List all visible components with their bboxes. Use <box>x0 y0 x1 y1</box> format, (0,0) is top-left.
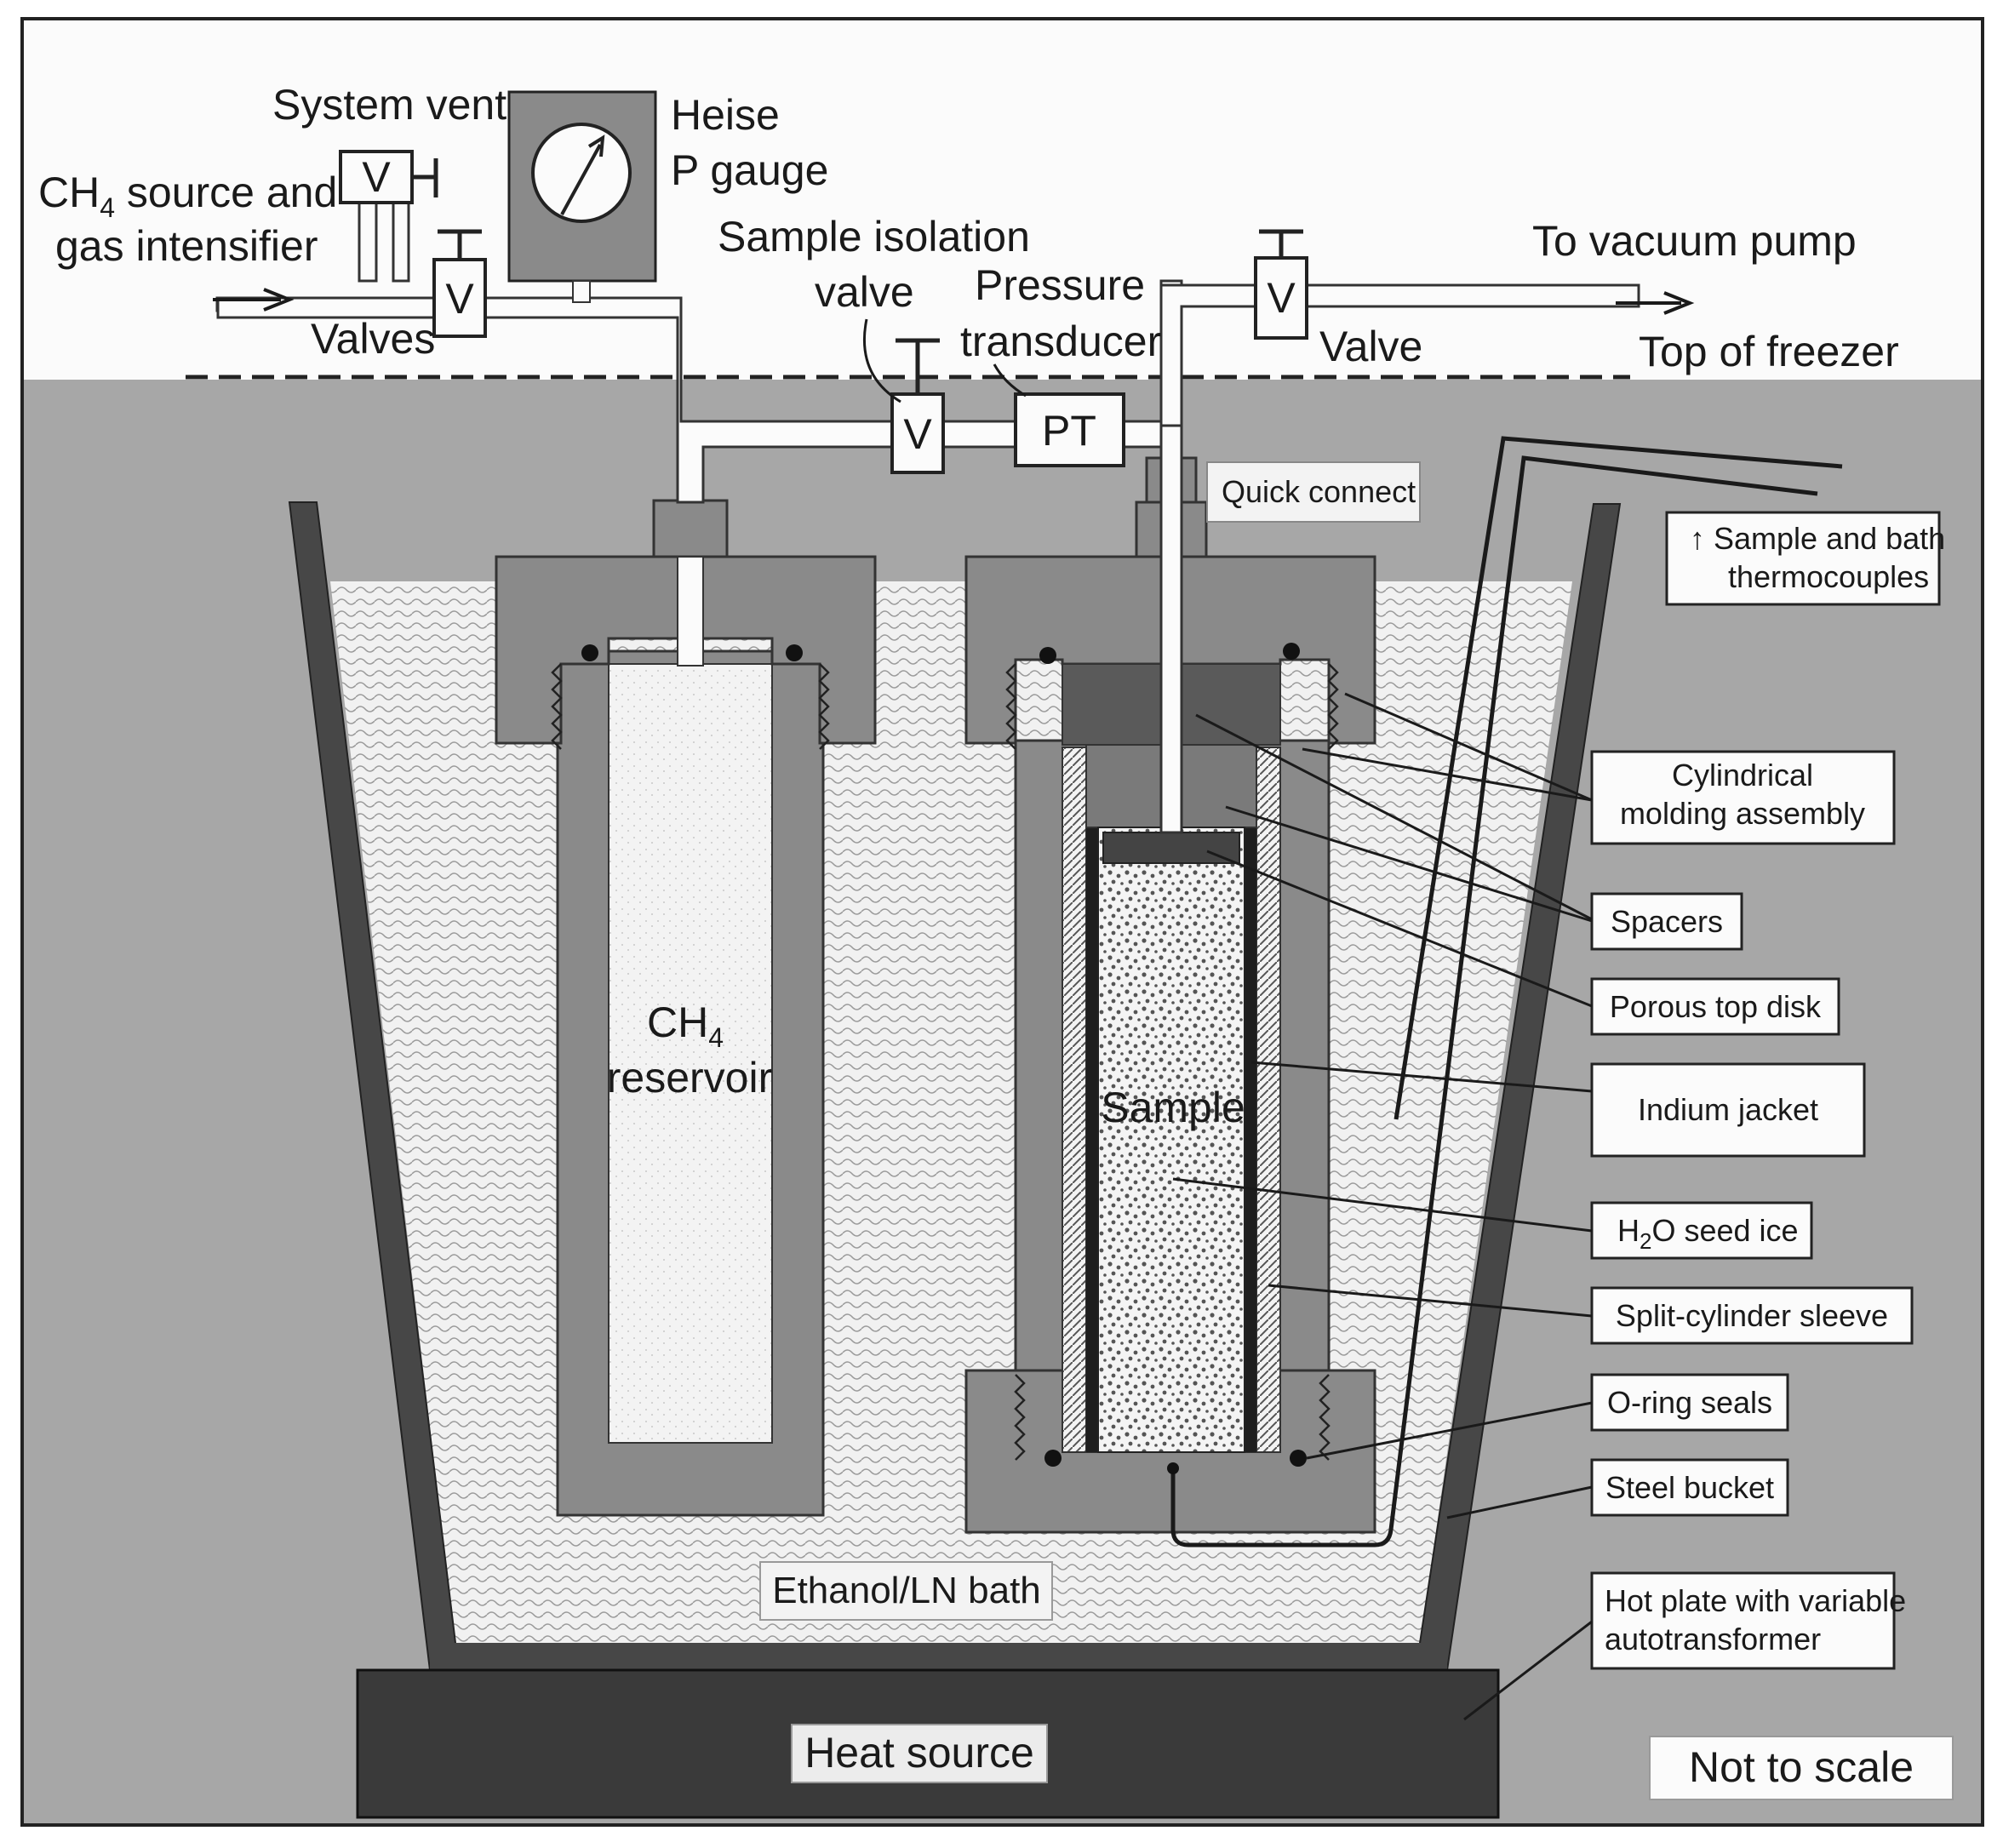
indium-jacket-right <box>1245 827 1256 1452</box>
seed-ice-box <box>1590 1201 1813 1260</box>
sample-oring-top-left <box>1039 647 1056 664</box>
sample-isolation-label: Sample isolation <box>718 213 1030 260</box>
sample-label: Sample <box>1101 1084 1245 1131</box>
ethanol-bath-box <box>759 1561 1053 1621</box>
reservoir-cap-stem <box>652 499 729 558</box>
vent-line-2 <box>392 201 410 283</box>
reservoir-label-ch4: CH4 <box>647 998 724 1053</box>
pressure-gauge-icon <box>531 123 632 223</box>
spacers-label: Spacers <box>1611 904 1723 939</box>
ch4-source-line <box>216 296 913 504</box>
sample-isolation-valve-label: valve <box>815 268 914 316</box>
reservoir-pipe-gap <box>677 556 704 667</box>
ethanol-bath-label: Ethanol/LN bath <box>772 1570 1041 1611</box>
thermocouples-label-2: thermocouples <box>1728 559 1929 594</box>
heise-label: Heise <box>671 91 780 139</box>
reservoir-thread-right <box>818 663 830 750</box>
p-gauge-label: P gauge <box>671 146 828 194</box>
sample-oring-top-right <box>1283 643 1300 660</box>
thermocouple-junction <box>1167 1462 1179 1474</box>
thermocouples-label-1: ↑ Sample and bath <box>1690 521 1945 556</box>
cylindrical-label-1: Cylindrical <box>1672 758 1813 792</box>
transducer-label: transducer <box>960 318 1161 365</box>
steel-bucket-bottom <box>430 1643 1447 1670</box>
pressure-label: Pressure <box>975 261 1145 309</box>
vent-line <box>358 201 378 283</box>
thermocouples-box <box>1665 511 1941 606</box>
quick-connect-label: Quick connect <box>1222 474 1416 509</box>
reservoir-oring-right <box>786 644 803 661</box>
not-to-scale-label: Not to scale <box>1689 1743 1914 1791</box>
vent-valve-handle <box>412 158 438 197</box>
valves-label: Valves <box>311 315 435 363</box>
vacuum-valve-handle <box>1259 229 1303 258</box>
porous-top-disk <box>1102 832 1240 864</box>
cylindrical-label-2: molding assembly <box>1620 796 1865 831</box>
porous-disk-box <box>1590 977 1840 1036</box>
isolation-valve-handle <box>896 338 940 394</box>
reservoir-thread-left <box>551 663 563 750</box>
ch4-source-label: CH4 source and <box>38 169 337 223</box>
cylindrical-box <box>1590 750 1896 845</box>
steel-bucket-box <box>1590 1458 1789 1517</box>
reservoir-label: reservoir <box>607 1054 772 1101</box>
bottom-thread-left <box>1014 1374 1026 1461</box>
pressure-transducer <box>1014 392 1125 467</box>
split-sleeve-label: Split-cylinder sleeve <box>1616 1298 1888 1333</box>
split-cylinder-sleeve-right <box>1256 747 1281 1453</box>
hotplate-label-2: autotransformer <box>1605 1622 1821 1656</box>
hotplate-box <box>1590 1571 1896 1670</box>
steel-bucket-label: Steel bucket <box>1605 1470 1774 1505</box>
sample-thread-left <box>1005 663 1017 750</box>
seed-ice-label: H2O seed ice <box>1617 1213 1799 1254</box>
thermocouple-wire-sample <box>1170 455 1818 1548</box>
sample-oring-bottom-right <box>1290 1450 1307 1467</box>
heat-source-label-box <box>791 1724 1048 1783</box>
porous-disk-label: Porous top disk <box>1610 989 1822 1024</box>
indium-jacket-label: Indium jacket <box>1638 1092 1818 1127</box>
split-cylinder-sleeve-left <box>1062 747 1087 1453</box>
bottom-thread-right <box>1319 1374 1331 1461</box>
transducer-symbol: PT <box>1042 407 1096 455</box>
spacers-box <box>1590 892 1743 951</box>
vacuum-line <box>1159 283 1640 427</box>
ch4-inflow-arrow-icon <box>213 288 295 312</box>
gauge-needle <box>560 134 605 215</box>
not-to-scale-box <box>1649 1736 1954 1800</box>
sample-oring-bottom-left <box>1044 1450 1062 1467</box>
source-valve-symbol: V <box>445 275 474 323</box>
hotplate-label-1: Hot plate with variable <box>1605 1583 1906 1618</box>
vacuum-flow-arrow-icon <box>1616 291 1695 315</box>
reservoir-oring-left <box>581 644 598 661</box>
sample-column <box>1097 827 1245 1453</box>
gas-intensifier-label: gas intensifier <box>55 222 318 270</box>
vacuum-valve-symbol: V <box>1267 274 1296 322</box>
callout-leaders <box>1172 692 1593 1721</box>
valve-label: Valve <box>1319 323 1422 370</box>
vacuum-pump-label: To vacuum pump <box>1532 217 1857 265</box>
source-valve-handle <box>438 229 482 260</box>
quick-connect-box <box>1206 461 1421 523</box>
oring-box <box>1590 1373 1789 1432</box>
gauge-stem <box>572 280 591 303</box>
transducer-leader <box>993 363 1027 398</box>
top-of-freezer-label: Top of freezer <box>1639 328 1899 375</box>
heat-source-label: Heat source <box>804 1729 1034 1776</box>
system-vent-label: System vent <box>272 81 506 129</box>
reservoir-cap <box>495 555 877 745</box>
indium-jacket-box <box>1590 1062 1866 1158</box>
oring-label: O-ring seals <box>1607 1385 1772 1420</box>
indium-jacket-left <box>1086 827 1098 1452</box>
isolation-valve-symbol: V <box>903 410 932 458</box>
split-sleeve-box <box>1590 1286 1914 1345</box>
vent-valve-symbol: V <box>362 153 391 201</box>
isolation-leader <box>862 318 901 403</box>
sample-thread-right <box>1327 663 1339 750</box>
thermocouple-wire-bath <box>1394 436 1843 1120</box>
